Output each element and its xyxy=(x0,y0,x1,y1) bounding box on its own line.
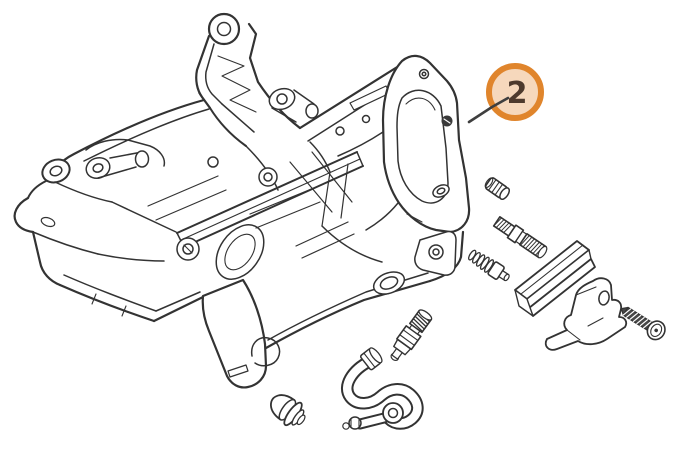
guide-rail-part xyxy=(514,240,596,317)
callout-fill[interactable] xyxy=(489,66,541,118)
screw-part xyxy=(620,306,666,341)
stud-part xyxy=(492,215,548,259)
callout-leader-line xyxy=(467,96,510,124)
mount-bracket-arm-part xyxy=(195,12,302,191)
housing-interior-detail xyxy=(147,87,406,295)
hose-part xyxy=(341,347,424,430)
rear-flange-part xyxy=(337,54,471,234)
callout-2[interactable]: 2 xyxy=(467,63,544,124)
spring-screw-part xyxy=(468,249,510,282)
grommet-part xyxy=(270,394,306,427)
catch-bracket-part xyxy=(544,277,628,351)
left-mount-arm xyxy=(13,98,219,287)
callout-number: 2 xyxy=(507,76,528,111)
housing-base xyxy=(58,230,465,389)
plug-part xyxy=(484,177,511,201)
top-rail xyxy=(298,62,411,173)
callout-ring xyxy=(486,63,544,121)
valve-part xyxy=(390,309,433,362)
housing-artwork xyxy=(13,12,666,430)
